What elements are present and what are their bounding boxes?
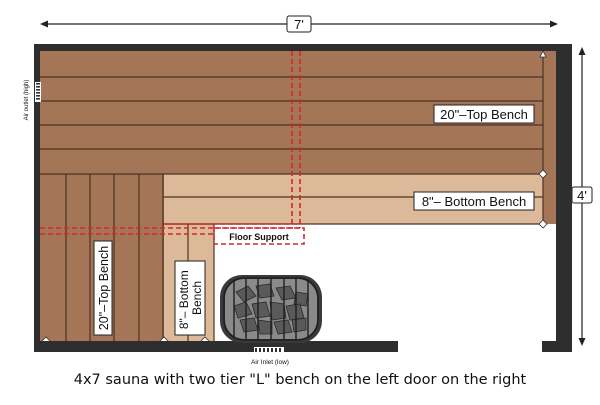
air-inlet-vent xyxy=(254,347,284,353)
top-bench-left-label: 20"–Top Bench xyxy=(97,246,111,330)
air-outlet-label: Air outlet (high) xyxy=(24,80,30,121)
diagram-caption: 4x7 sauna with two tier "L" bench on the… xyxy=(73,372,527,388)
bottom-bench-back-tag: 8"– Bottom Bench xyxy=(413,191,535,211)
sauna-walls xyxy=(34,44,572,352)
floor-support-outline xyxy=(40,51,305,245)
bench-end-strip xyxy=(543,51,556,224)
air-outlet-vent xyxy=(35,82,41,102)
depth-label: 4' xyxy=(577,188,587,203)
top-bench-left-tag: 20"–Top Bench xyxy=(93,240,113,336)
bottom-bench-left-label-line1: 8"– Bottom xyxy=(177,270,191,329)
width-label: 7' xyxy=(294,17,304,32)
bottom-bench-back-label: 8"– Bottom Bench xyxy=(422,194,526,209)
top-bench-back-tag: 20"–Top Bench xyxy=(433,104,535,124)
bottom-bench-left-label: 8"– Bottom Bench xyxy=(177,267,204,329)
bottom-bench-left-tag: 8"– Bottom Bench xyxy=(174,260,206,336)
top-bench-back-label: 20"–Top Bench xyxy=(440,107,528,122)
floor-support-tag: Floor Support xyxy=(229,232,289,242)
air-inlet-label: Air Inlet (low) xyxy=(251,359,289,366)
width-dimension: 7' xyxy=(40,15,558,33)
sauna-heater xyxy=(220,275,322,343)
floor-support-label: Floor Support xyxy=(229,232,289,242)
bottom-bench-left-label-line2: Bench xyxy=(190,281,204,315)
depth-dimension: 4' xyxy=(571,47,593,346)
